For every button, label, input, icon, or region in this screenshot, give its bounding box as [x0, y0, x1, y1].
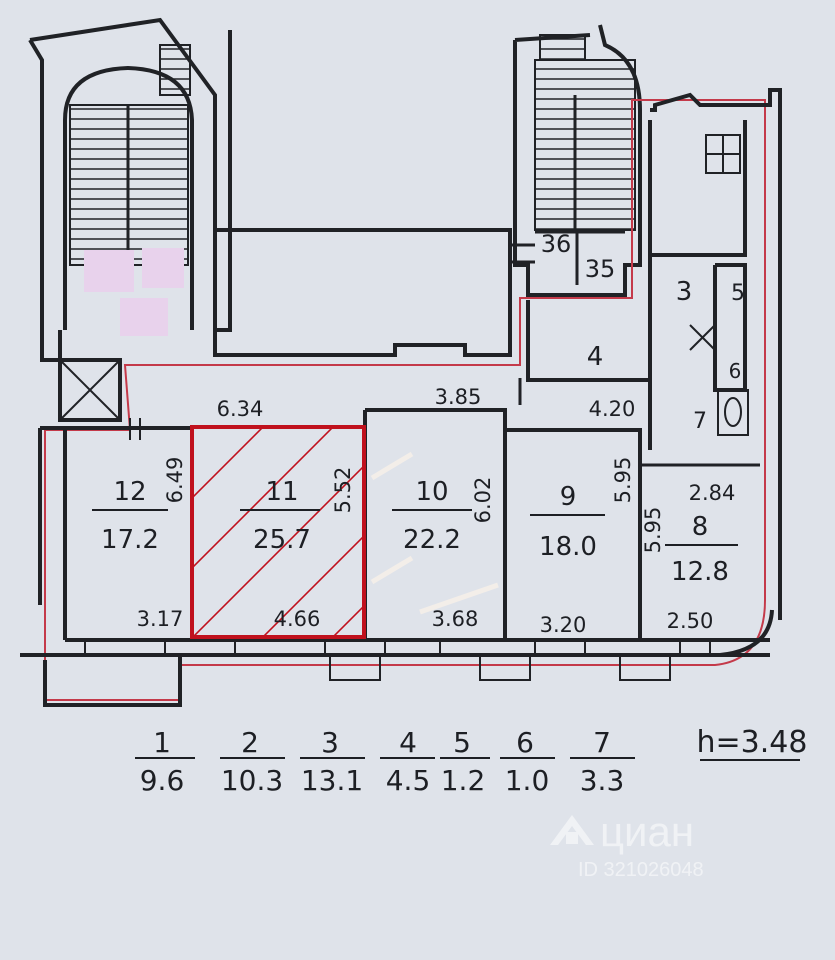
- room-11-number: 11: [265, 477, 298, 507]
- room-35-number: 35: [585, 255, 616, 283]
- dimension: 3.17: [137, 607, 184, 631]
- legend-area: 3.3: [580, 764, 625, 797]
- watermark-id: ID 321026048: [578, 859, 704, 881]
- room-5-number: 5: [731, 281, 745, 306]
- dimension: 3.20: [540, 613, 587, 637]
- legend-item: 3 13.1: [300, 726, 365, 797]
- right-service-block: [640, 88, 782, 620]
- area-legend: 1 9.6 2 10.3 3 13.1 4 4.5 5 1.2 6 1.0: [135, 725, 807, 797]
- room-6-number: 6: [729, 359, 742, 383]
- legend-area: 9.6: [140, 764, 185, 797]
- dimension-labels: 6.34 3.85 4.20 3.17 4.66 3.68 3.20 2.50 …: [137, 385, 736, 637]
- legend-number: 3: [321, 726, 339, 759]
- room-12-number: 12: [113, 477, 146, 507]
- legend-area: 13.1: [301, 764, 363, 797]
- faint-marks: [370, 451, 499, 615]
- room-8-number: 8: [692, 512, 709, 542]
- legend-item: 4 4.5: [380, 726, 435, 797]
- dimension: 4.66: [274, 607, 321, 631]
- room-4-number: 4: [587, 342, 604, 372]
- dimension: 5.95: [611, 457, 635, 504]
- legend-number: 1: [153, 726, 171, 759]
- legend-area: 1.0: [505, 764, 550, 797]
- legend-area: 4.5: [386, 764, 431, 797]
- legend-item: 7 3.3: [570, 726, 635, 797]
- room-8-area: 12.8: [671, 557, 729, 587]
- legend-area: 10.3: [221, 764, 283, 797]
- dimension: 5.95: [641, 507, 665, 554]
- dimension: 6.49: [163, 457, 187, 504]
- room-10-number: 10: [415, 477, 448, 507]
- dimension: 2.50: [667, 609, 714, 633]
- highlighted-room-11: [190, 425, 366, 639]
- room-36-number: 36: [541, 230, 572, 258]
- ceiling-height: h=3.48: [697, 725, 808, 760]
- dimension: 6.34: [217, 397, 264, 421]
- cian-watermark: циан ID 321026048: [550, 808, 704, 881]
- legend-item: 5 1.2: [440, 726, 490, 797]
- cian-logo-icon: [550, 815, 594, 845]
- legend-number: 5: [453, 726, 471, 759]
- legend-number: 7: [593, 726, 611, 759]
- room-10-area: 22.2: [403, 525, 461, 555]
- room-7-number: 7: [693, 409, 707, 434]
- legend-number: 2: [241, 726, 259, 759]
- legend-number: 4: [399, 726, 417, 759]
- legend-item: 6 1.0: [500, 726, 555, 797]
- room-labels: 12 17.2 11 25.7 10 22.2 9 18.0 8 12.8 4 …: [92, 230, 745, 587]
- legend-number: 6: [516, 726, 534, 759]
- dimension: 5.52: [331, 467, 355, 514]
- room-11-area: 25.7: [253, 525, 311, 555]
- room-12-area: 17.2: [101, 525, 159, 555]
- dimension: 3.85: [435, 385, 482, 409]
- dimension: 6.02: [471, 477, 495, 524]
- room-9-area: 18.0: [539, 532, 597, 562]
- legend-item: 1 9.6: [135, 726, 195, 797]
- privacy-mask: [84, 248, 184, 336]
- dimension: 4.20: [589, 397, 636, 421]
- watermark-brand: циан: [600, 808, 694, 855]
- dimension: 3.68: [432, 607, 479, 631]
- facade-windows: [84, 639, 711, 681]
- dimension: 2.84: [689, 481, 736, 505]
- room-3-number: 3: [676, 277, 693, 307]
- left-stairwell: [28, 17, 232, 362]
- legend-area: 1.2: [441, 764, 486, 797]
- room-9-number: 9: [560, 482, 577, 512]
- legend-item: 2 10.3: [220, 726, 285, 797]
- right-stairwell: [510, 24, 642, 297]
